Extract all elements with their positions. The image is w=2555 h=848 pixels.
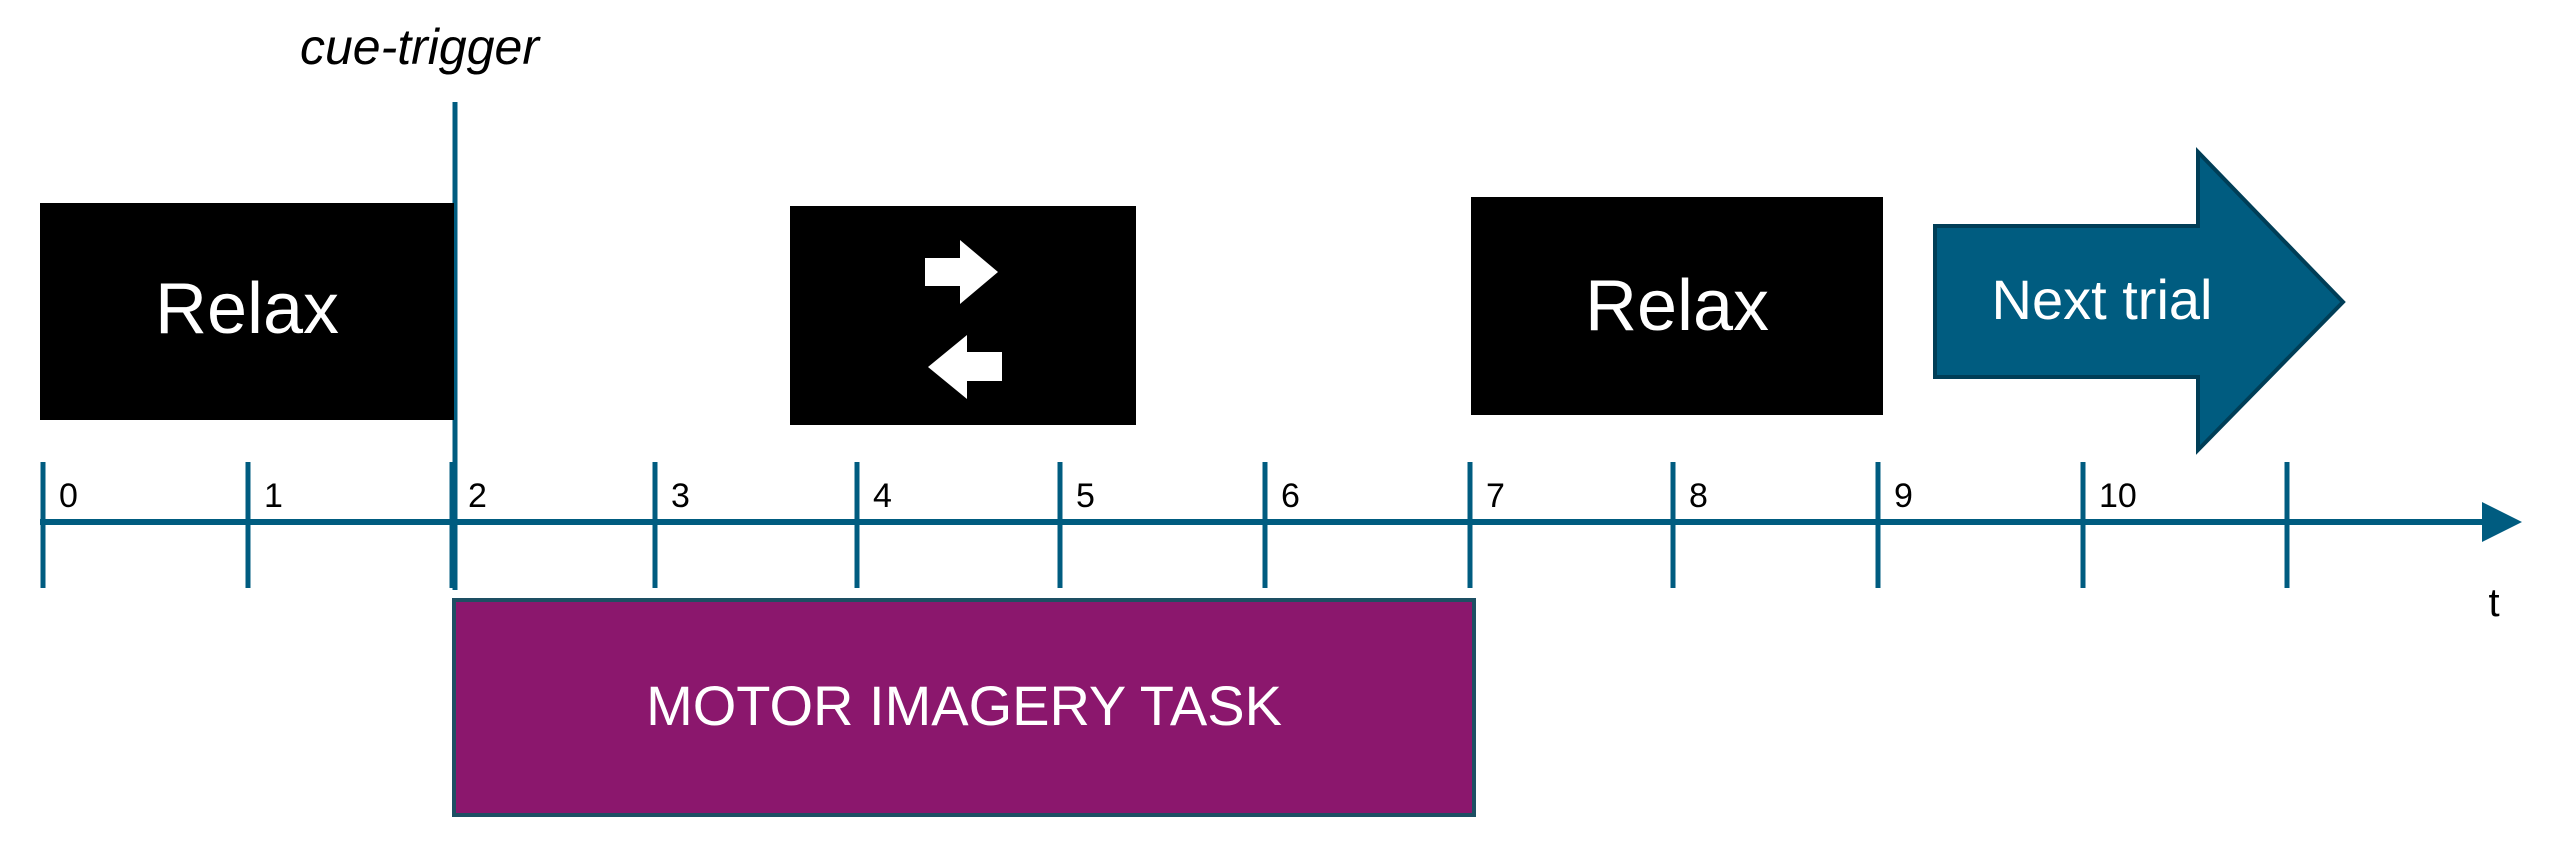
relax-screen-after <box>1471 197 1883 415</box>
tick-label: 0 <box>59 477 78 515</box>
arrow-right-icon <box>925 240 998 304</box>
tick-label: 3 <box>671 477 690 515</box>
tick-label: 1 <box>264 477 283 515</box>
tick-label: 7 <box>1486 477 1505 515</box>
axis-label-t: t <box>2488 581 2499 625</box>
motor-imagery-task-label: MOTOR IMAGERY TASK <box>646 674 1282 737</box>
relax-screen-before <box>40 203 454 420</box>
tick-label: 10 <box>2099 477 2137 515</box>
time-axis-arrowhead <box>2482 502 2522 542</box>
tick-label: 6 <box>1281 477 1300 515</box>
tick-label: 9 <box>1894 477 1913 515</box>
tick-label: 4 <box>873 477 892 515</box>
arrow-left-icon <box>928 335 1002 399</box>
next-trial-label: Next trial <box>1992 268 2213 331</box>
next-trial-arrow <box>1933 147 2346 455</box>
relax-before-label: Relax <box>155 269 339 349</box>
relax-after-label: Relax <box>1585 266 1769 346</box>
motor-imagery-task-bar <box>452 598 1476 817</box>
tick-label: 2 <box>468 477 487 515</box>
tick-label: 5 <box>1076 477 1095 515</box>
time-ticks: 0 1 2 3 4 5 6 7 8 9 10 <box>40 462 2290 588</box>
tick-label: 8 <box>1689 477 1708 515</box>
cue-trigger-label: cue-trigger <box>300 19 541 75</box>
